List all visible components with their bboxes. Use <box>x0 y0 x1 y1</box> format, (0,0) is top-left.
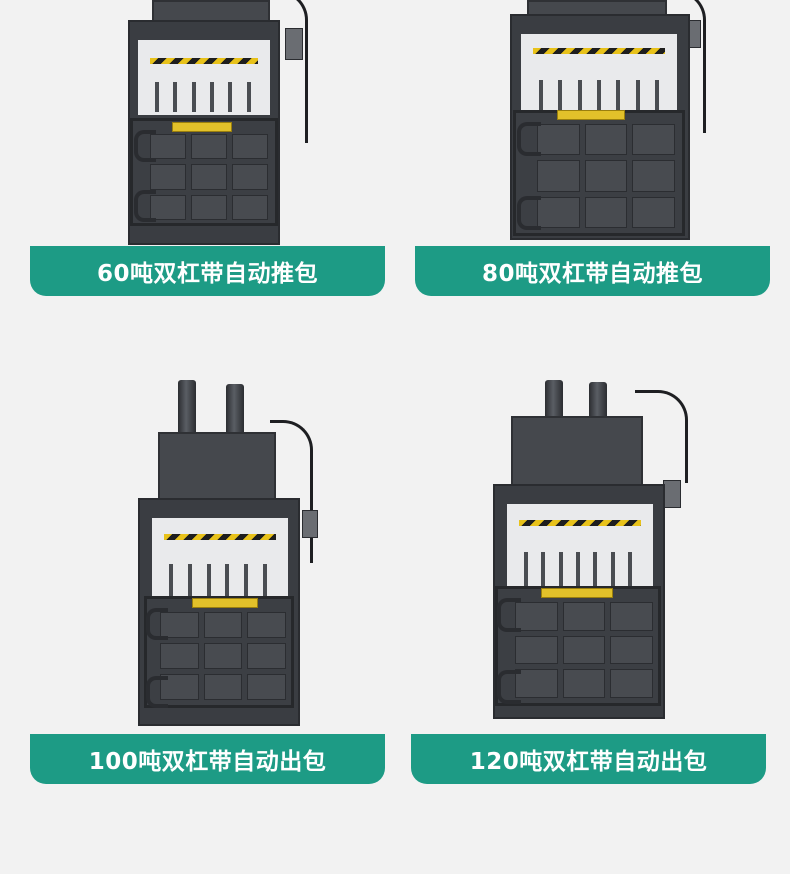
product-label: 120吨双杠带自动出包 <box>469 749 708 775</box>
baler-machine-image <box>130 380 330 726</box>
baler-machine-image <box>485 380 705 725</box>
product-label-bar[interactable]: 120吨双杠带自动出包 <box>411 734 766 784</box>
product-label: 60吨双杠带自动推包 <box>96 261 318 287</box>
baler-machine-image <box>120 0 320 245</box>
product-card-120t[interactable]: 120吨双杠带自动出包 <box>395 360 790 790</box>
product-label-bar[interactable]: 100吨双杠带自动出包 <box>30 734 385 784</box>
product-label: 100吨双杠带自动出包 <box>88 749 327 775</box>
product-label-bar[interactable]: 60吨双杠带自动推包 <box>30 246 385 296</box>
product-card-60t[interactable]: 60吨双杠带自动推包 <box>0 0 395 300</box>
product-card-100t[interactable]: 100吨双杠带自动出包 <box>0 360 395 790</box>
baler-machine-image <box>505 0 725 245</box>
product-label: 80吨双杠带自动推包 <box>481 261 703 287</box>
product-card-80t[interactable]: 80吨双杠带自动推包 <box>395 0 790 300</box>
product-label-bar[interactable]: 80吨双杠带自动推包 <box>415 246 770 296</box>
